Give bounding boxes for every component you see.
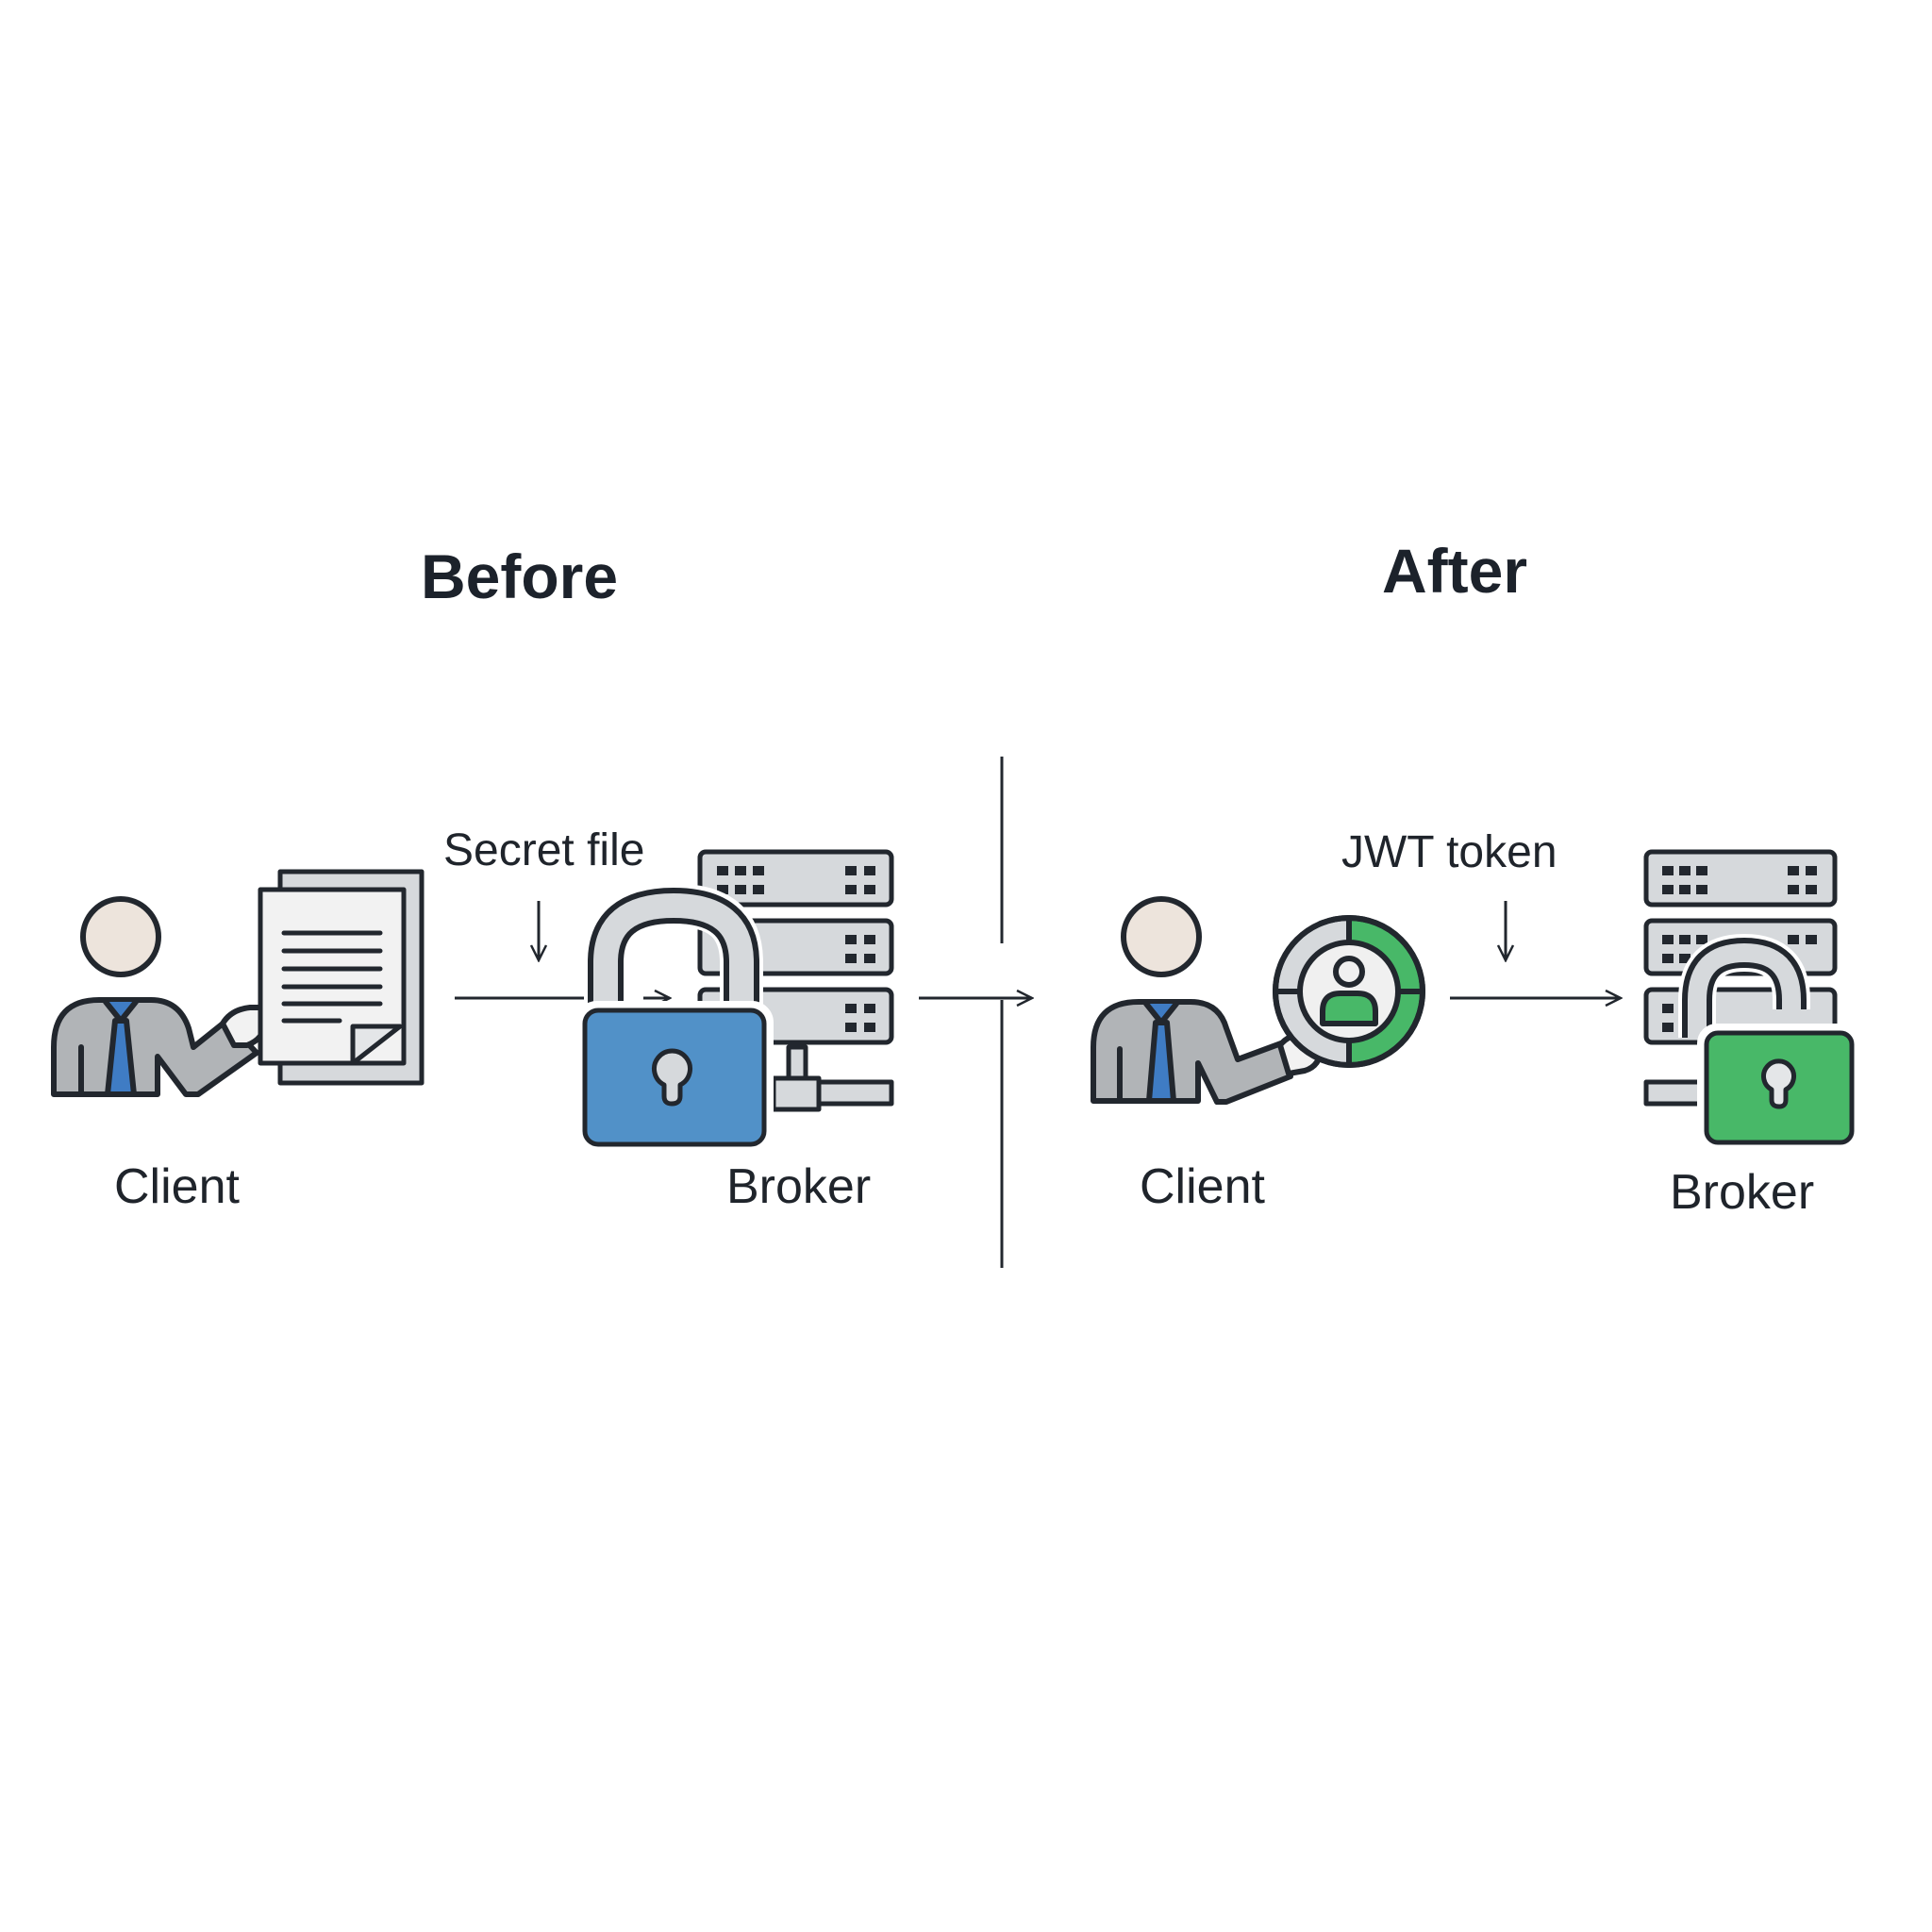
person-head: [1121, 896, 1202, 977]
person-tie: [1146, 1020, 1176, 1104]
person-head: [80, 896, 161, 977]
after-client-label: Client: [1140, 1159, 1265, 1214]
user-avatar-head: [1333, 956, 1365, 988]
before-credential-label: Secret file: [443, 825, 645, 875]
document-text-lines: [281, 930, 383, 1024]
unlocked-padlock-icon: [1678, 934, 1861, 1152]
before-client-label: Client: [114, 1159, 240, 1214]
server-status-lights: [717, 866, 875, 1032]
keyhole: [652, 1048, 692, 1107]
after-heading: After: [1382, 536, 1528, 606]
user-badge-token-icon: [1273, 915, 1425, 1068]
document-icon: [258, 869, 425, 1086]
person-suit: [1091, 999, 1293, 1105]
person-tie: [105, 1018, 137, 1097]
document-folded-corner: [350, 1024, 403, 1066]
keyhole: [1761, 1058, 1796, 1109]
after-credential-label: JWT token: [1341, 827, 1557, 877]
before-broker-label: Broker: [726, 1159, 872, 1214]
before-client-person-icon: [51, 896, 288, 1097]
locked-padlock-icon: [575, 884, 774, 1154]
after-broker-label: Broker: [1670, 1165, 1815, 1220]
user-avatar-body: [1320, 991, 1378, 1026]
person-suit: [51, 997, 259, 1097]
before-heading: Before: [421, 541, 619, 611]
